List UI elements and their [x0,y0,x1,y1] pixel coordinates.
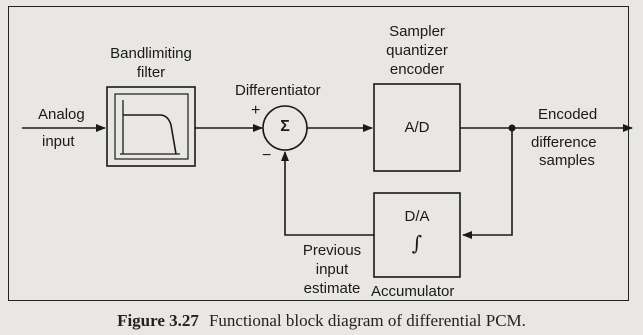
encoded-label: Encoded [538,106,598,123]
difference-label: difference [531,134,597,151]
da-label: D/A [404,208,430,225]
filter-inner-box [114,93,189,160]
figure-number: Figure 3.27 [117,311,199,330]
previous-label: Previous [302,242,362,259]
input-estimate-label: input [315,261,349,278]
estimate-label: estimate [303,280,361,297]
encoder-label: encoder [389,61,445,78]
minus-sign: − [262,147,272,164]
analog-label: Analog [38,106,85,123]
integral-symbol: ∫ [411,231,423,255]
quantizer-label: quantizer [386,42,448,59]
filter-label: filter [136,64,166,81]
input-label: input [42,133,75,150]
filter-block [106,86,196,167]
sigma-symbol: Σ [280,118,290,135]
bandlimiting-label: Bandlimiting [110,45,192,62]
plus-sign: + [251,102,261,119]
samples-label: samples [539,152,595,169]
sampler-label: Sampler [389,23,445,40]
feedback-to-da-arrow [462,128,513,239]
ad-label: A/D [404,119,430,136]
diagram-frame [8,6,629,301]
filter-response-curve [123,114,177,155]
accumulator-label: Accumulator [371,283,455,300]
figure-caption: Figure 3.27 Functional block diagram of d… [0,311,643,331]
differentiator-label: Differentiator [235,82,321,99]
figure-caption-text: Functional block diagram of differential… [208,311,526,330]
estimate-to-summer-arrow [281,151,374,236]
